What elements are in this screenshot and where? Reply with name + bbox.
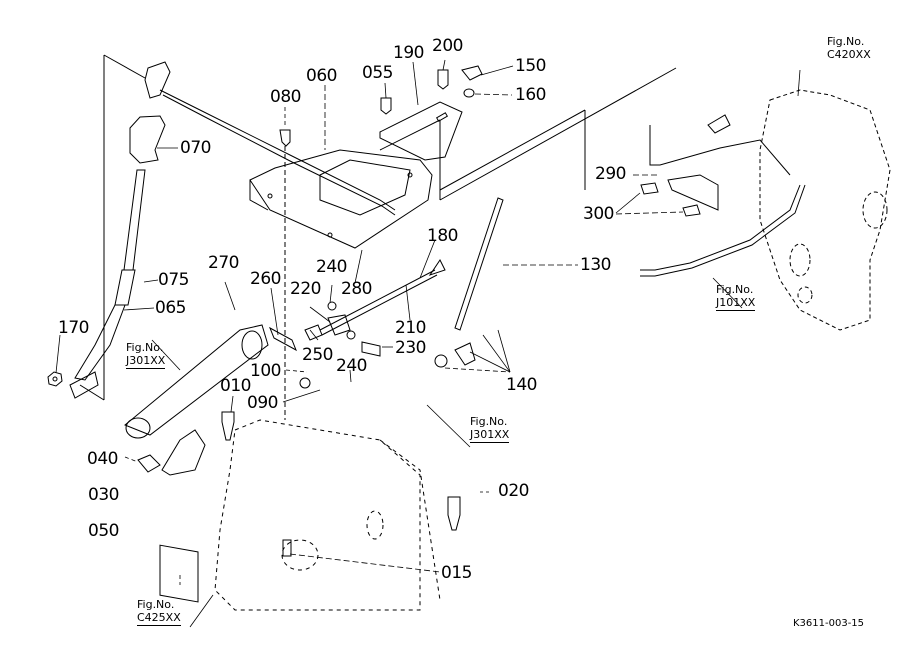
part-label-020[interactable]: 020 bbox=[498, 481, 529, 501]
lever bbox=[69, 169, 146, 399]
part-label-015[interactable]: 015 bbox=[441, 563, 472, 583]
fig-ref-code: J301XX bbox=[126, 354, 166, 369]
fig-ref-caption: Fig.No. bbox=[126, 341, 164, 354]
part-label-080[interactable]: 080 bbox=[270, 87, 301, 107]
fig-ref-j301xx-right[interactable]: Fig.No. J301XX bbox=[470, 415, 510, 443]
fig-ref-caption: Fig.No. bbox=[827, 35, 865, 48]
fig-ref-code: J301XX bbox=[470, 428, 510, 443]
part-label-290[interactable]: 290 bbox=[595, 164, 626, 184]
part-label-200[interactable]: 200 bbox=[432, 36, 463, 56]
part-label-240-upper[interactable]: 240 bbox=[316, 257, 347, 277]
part-label-180[interactable]: 180 bbox=[427, 226, 458, 246]
lever-arm bbox=[124, 324, 269, 439]
part-label-210[interactable]: 210 bbox=[395, 318, 426, 338]
part-label-150[interactable]: 150 bbox=[515, 56, 546, 76]
part-label-090[interactable]: 090 bbox=[247, 393, 278, 413]
part-label-010[interactable]: 010 bbox=[220, 376, 251, 396]
part-label-190[interactable]: 190 bbox=[393, 43, 424, 63]
part-label-260[interactable]: 260 bbox=[250, 269, 281, 289]
part-label-030[interactable]: 030 bbox=[88, 485, 119, 505]
part-label-170[interactable]: 170 bbox=[58, 318, 89, 338]
fig-ref-j301xx-left[interactable]: Fig.No. J301XX bbox=[126, 341, 166, 369]
part-label-240-lower[interactable]: 240 bbox=[336, 356, 367, 376]
engine-block bbox=[214, 419, 441, 611]
assembly-frame-lines bbox=[79, 54, 677, 401]
grip-knob bbox=[129, 115, 166, 164]
part-label-270[interactable]: 270 bbox=[208, 253, 239, 273]
part-label-160[interactable]: 160 bbox=[515, 85, 546, 105]
nut-170 bbox=[47, 371, 63, 387]
control-rod bbox=[144, 61, 396, 216]
part-label-060[interactable]: 060 bbox=[306, 66, 337, 86]
fig-ref-code: C420XX bbox=[827, 48, 871, 61]
part-label-040[interactable]: 040 bbox=[87, 449, 118, 469]
fig-ref-code: J101XX bbox=[716, 296, 756, 311]
part-label-230[interactable]: 230 bbox=[395, 338, 426, 358]
part-label-280[interactable]: 280 bbox=[341, 279, 372, 299]
fig-ref-code: C425XX bbox=[137, 611, 181, 626]
fig-ref-caption: Fig.No. bbox=[470, 415, 508, 428]
part-label-250[interactable]: 250 bbox=[302, 345, 333, 365]
bracket-plate bbox=[249, 149, 433, 249]
fig-ref-caption: Fig.No. bbox=[716, 283, 754, 296]
part-label-055[interactable]: 055 bbox=[362, 63, 393, 83]
part-label-100[interactable]: 100 bbox=[250, 361, 281, 381]
part-label-220[interactable]: 220 bbox=[290, 279, 321, 299]
fig-ref-c420xx[interactable]: Fig.No. C420XX bbox=[827, 35, 871, 61]
part-label-065[interactable]: 065 bbox=[155, 298, 186, 318]
part-label-075[interactable]: 075 bbox=[158, 270, 189, 290]
part-label-130[interactable]: 130 bbox=[580, 255, 611, 275]
part-label-140[interactable]: 140 bbox=[506, 375, 537, 395]
part-label-070[interactable]: 070 bbox=[180, 138, 211, 158]
gearbox-housing bbox=[759, 89, 891, 331]
fig-ref-c425xx[interactable]: Fig.No. C425XX bbox=[137, 598, 181, 626]
part-label-300[interactable]: 300 bbox=[583, 204, 614, 224]
fasteners bbox=[137, 65, 806, 603]
leader-lines bbox=[55, 59, 801, 628]
fig-ref-caption: Fig.No. bbox=[137, 598, 175, 611]
fig-ref-j101xx[interactable]: Fig.No. J101XX bbox=[716, 283, 756, 311]
cover-plate bbox=[379, 101, 463, 161]
document-id: K3611-003-15 bbox=[793, 618, 865, 629]
part-label-050[interactable]: 050 bbox=[88, 521, 119, 541]
